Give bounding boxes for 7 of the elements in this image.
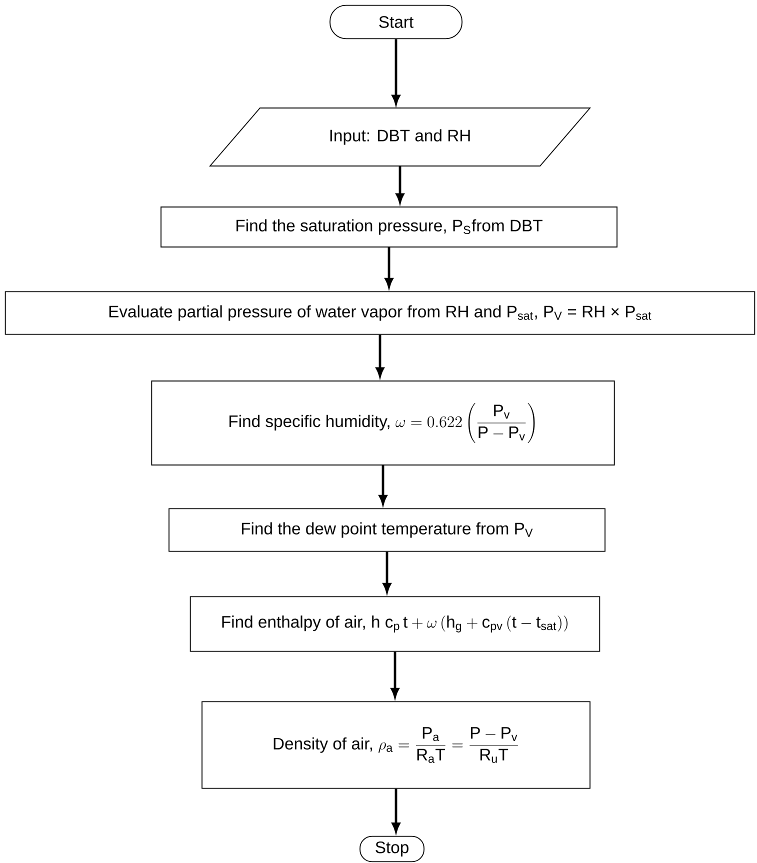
process-box: Evaluate partial pressure of water vapor from RH and P$_{sat}$, P$_{V}$ = RH × P$_{sat}$ (4, 291, 756, 335)
process-box: Find the dew point temperature from P$_{V}$ (168, 508, 606, 552)
process-box: Find enthalpy of air, h $\mathrm{c_p}\,\mathrm{t}+\omega\left(\mathrm{h_g}+\mathrm{c_{pv}}\left(\mathrm{t}-\mathrm{t_{sat}}\right)\right)$ (190, 596, 600, 652)
process-box: Find the saturation pressure, P$_{S}$from DBT (160, 206, 618, 248)
arrow (392, 39, 400, 104)
process-box: Find specific humidity, $\omega = 0.622\left(\frac{\mathrm{P_v}}{\mathrm{P}-\mathrm{P_v}}\right)$ (151, 380, 615, 466)
process-box: Density of air, $\rho_\mathrm{a}=\frac{\mathrm{P_a}}{\mathrm{R_a T}}=\frac{\mathrm{P}-\mathrm{P_v}}{\mathrm{R_u T}}$ (202, 701, 590, 789)
